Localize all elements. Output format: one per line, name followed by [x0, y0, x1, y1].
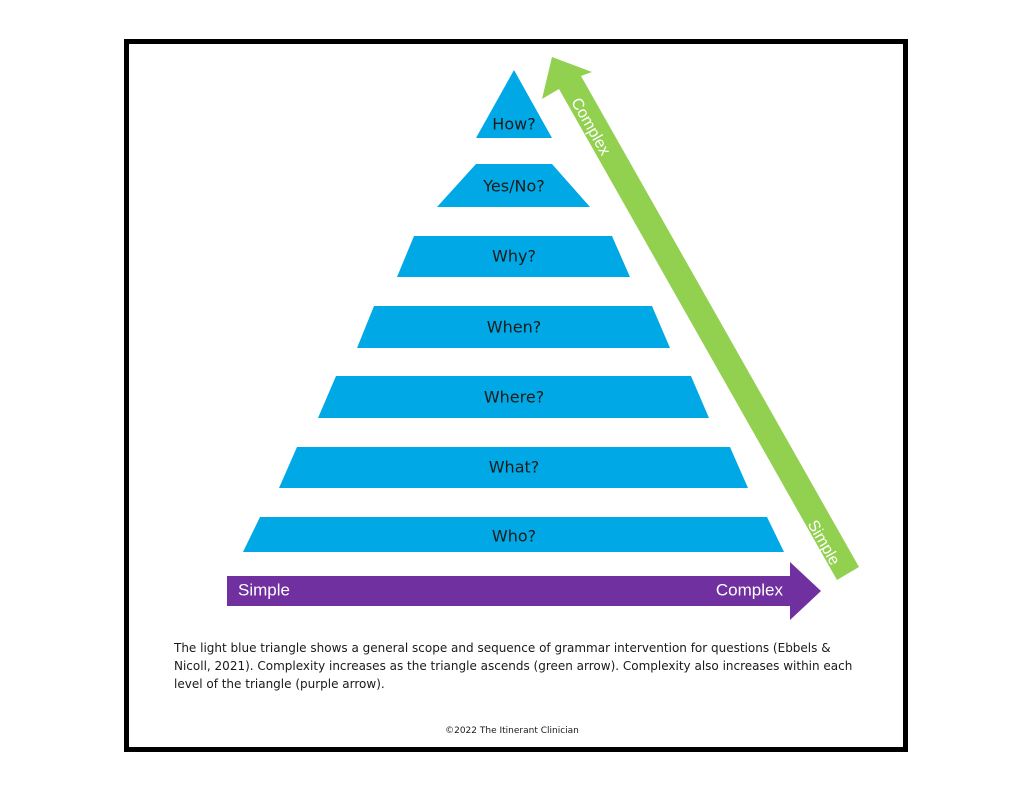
tier-yesno-label: Yes/No? — [482, 177, 544, 196]
purple-arrow-end-label: Complex — [716, 580, 784, 599]
green-arrow — [542, 57, 859, 580]
tier-where-label: Where? — [484, 388, 544, 407]
tier-why-label: Why? — [492, 247, 536, 266]
tier-what-label: What? — [489, 458, 540, 477]
tier-when-label: When? — [487, 318, 541, 337]
purple-arrow-start-label: Simple — [238, 580, 290, 599]
tier-why-shape — [397, 236, 630, 277]
tier-where-shape — [318, 376, 709, 418]
tier-when-shape — [357, 306, 670, 348]
tier-who-label: Who? — [492, 527, 536, 546]
tier-how-shape — [476, 70, 552, 138]
tier-yesno-shape — [437, 164, 590, 207]
caption-text: The light blue triangle shows a general … — [174, 641, 853, 691]
tier-who-shape — [243, 517, 784, 552]
purple-arrow — [227, 562, 821, 620]
tier-how-label: How? — [492, 115, 535, 134]
tier-what-shape — [279, 447, 748, 488]
copyright-text: ©2022 The Itinerant Clinician — [445, 726, 579, 736]
